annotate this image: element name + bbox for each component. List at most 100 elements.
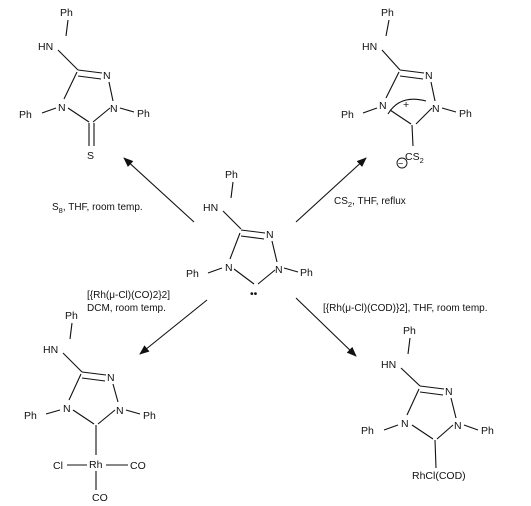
- atom-n: N: [107, 372, 115, 384]
- atom-ph: Ph: [19, 109, 32, 121]
- bond: [63, 71, 78, 100]
- bond: [92, 107, 111, 123]
- bond: [72, 409, 95, 425]
- bond: [240, 229, 266, 234]
- bond: [399, 75, 424, 80]
- negative-charge: −: [398, 159, 403, 169]
- bond: [257, 269, 276, 285]
- bond: [436, 424, 454, 440]
- atom-n: N: [63, 403, 71, 415]
- atom-n: N: [445, 386, 453, 398]
- atom-ph: Ph: [300, 267, 313, 279]
- atom-n: N: [58, 102, 66, 114]
- bond: [383, 424, 399, 431]
- atom-nh: HN: [203, 202, 218, 214]
- atom-ph: Ph: [137, 108, 150, 120]
- cs2-group: CS2: [405, 151, 424, 165]
- bond: [415, 107, 433, 125]
- atom-cl: Cl: [53, 460, 63, 472]
- atom-n: N: [266, 229, 274, 241]
- atom-n: N: [110, 103, 118, 115]
- conditions-rh-carbonyl-line1: [{Rh(μ-Cl)(CO)2}2]: [87, 290, 170, 301]
- atom-nh: HN: [38, 41, 53, 53]
- bond: [67, 107, 90, 123]
- bond: [77, 75, 102, 80]
- bond: [434, 439, 437, 469]
- atom-n: N: [225, 262, 233, 274]
- bond: [400, 367, 421, 387]
- rh-cod-fragment: RhCl(COD): [412, 470, 466, 482]
- bond: [419, 391, 444, 396]
- bond: [389, 109, 412, 125]
- bond: [65, 19, 69, 37]
- bond: [69, 322, 73, 340]
- atom-n: N: [379, 100, 387, 112]
- atom-n: N: [116, 405, 124, 417]
- atom-ph: Ph: [481, 425, 494, 437]
- arrow-to-thione: [123, 157, 195, 223]
- ligand-co: CO: [92, 492, 108, 504]
- arrow-to-rh-cod: [295, 297, 357, 357]
- arrow-to-cs2-adduct: [295, 157, 367, 223]
- conditions-rh-cod: [{Rh(μ-Cl)(COD)}2], THF, room temp.: [323, 303, 488, 314]
- cs2-label: CS: [405, 151, 420, 163]
- bond: [381, 49, 401, 71]
- negative-charge-circle: [396, 157, 408, 169]
- central-carbene-structure: Ph HN N N N •• Ph Ph: [186, 169, 313, 300]
- bond: [229, 232, 241, 260]
- atom-n: N: [275, 264, 283, 276]
- positive-charge: +: [403, 99, 409, 111]
- atom-n: N: [103, 70, 111, 82]
- bond: [240, 235, 265, 240]
- atom-ph: Ph: [24, 410, 37, 422]
- conditions-rh-carbonyl-line2: DCM, room temp.: [87, 303, 166, 314]
- delocalization-arc: [387, 98, 427, 115]
- cs2-reagent-subscript: 2: [348, 200, 352, 209]
- bond: [283, 267, 299, 273]
- bond: [108, 81, 114, 102]
- bond: [62, 352, 83, 373]
- atom-ph: Ph: [381, 7, 394, 19]
- bond: [385, 19, 390, 37]
- atom-n: N: [432, 103, 440, 115]
- bond: [41, 107, 57, 114]
- bond: [419, 385, 445, 390]
- bond: [463, 424, 479, 431]
- bond: [233, 268, 255, 285]
- bond: [222, 210, 242, 230]
- bond: [430, 81, 436, 102]
- conditions-thione-rest: , THF, room temp.: [63, 202, 143, 213]
- bond: [57, 49, 79, 71]
- atom-ph: Ph: [225, 169, 238, 181]
- arrow-to-rh-carbonyl: [139, 299, 208, 355]
- ligand-co: CO: [130, 460, 146, 472]
- atom-ph: Ph: [361, 425, 374, 437]
- conditions-cs2-rest: , THF, reflux: [352, 196, 406, 207]
- bond: [362, 107, 378, 114]
- cs2-subscript: 2: [420, 156, 424, 165]
- cs2-adduct-structure: Ph HN N N N + CS2 − Ph Ph: [341, 7, 472, 169]
- bond: [450, 397, 457, 419]
- bond: [45, 409, 61, 415]
- atom-ph: Ph: [143, 410, 156, 422]
- rh-carbonyl-complex-structure: Ph HN N N N Rh Cl CO CO Ph Ph: [24, 310, 156, 504]
- bond: [97, 409, 116, 425]
- atom-n: N: [401, 418, 409, 430]
- atom-ph: Ph: [186, 268, 199, 280]
- atom-nh: HN: [362, 41, 377, 53]
- bond: [68, 373, 82, 401]
- rh-cod-complex-structure: Ph HN N N N RhCl(COD) Ph Ph: [361, 325, 494, 482]
- bond: [112, 383, 119, 403]
- atom-nh: HN: [43, 344, 58, 356]
- atom-ph: Ph: [60, 7, 73, 19]
- bond: [411, 424, 434, 440]
- atom-n: N: [425, 70, 433, 82]
- bond: [441, 107, 457, 113]
- atom-ph: Ph: [341, 109, 354, 121]
- bond: [399, 69, 425, 74]
- s8-label: S: [52, 202, 59, 213]
- bond: [125, 409, 141, 415]
- bond: [411, 124, 414, 147]
- cs2-reagent-label: CS: [334, 196, 348, 207]
